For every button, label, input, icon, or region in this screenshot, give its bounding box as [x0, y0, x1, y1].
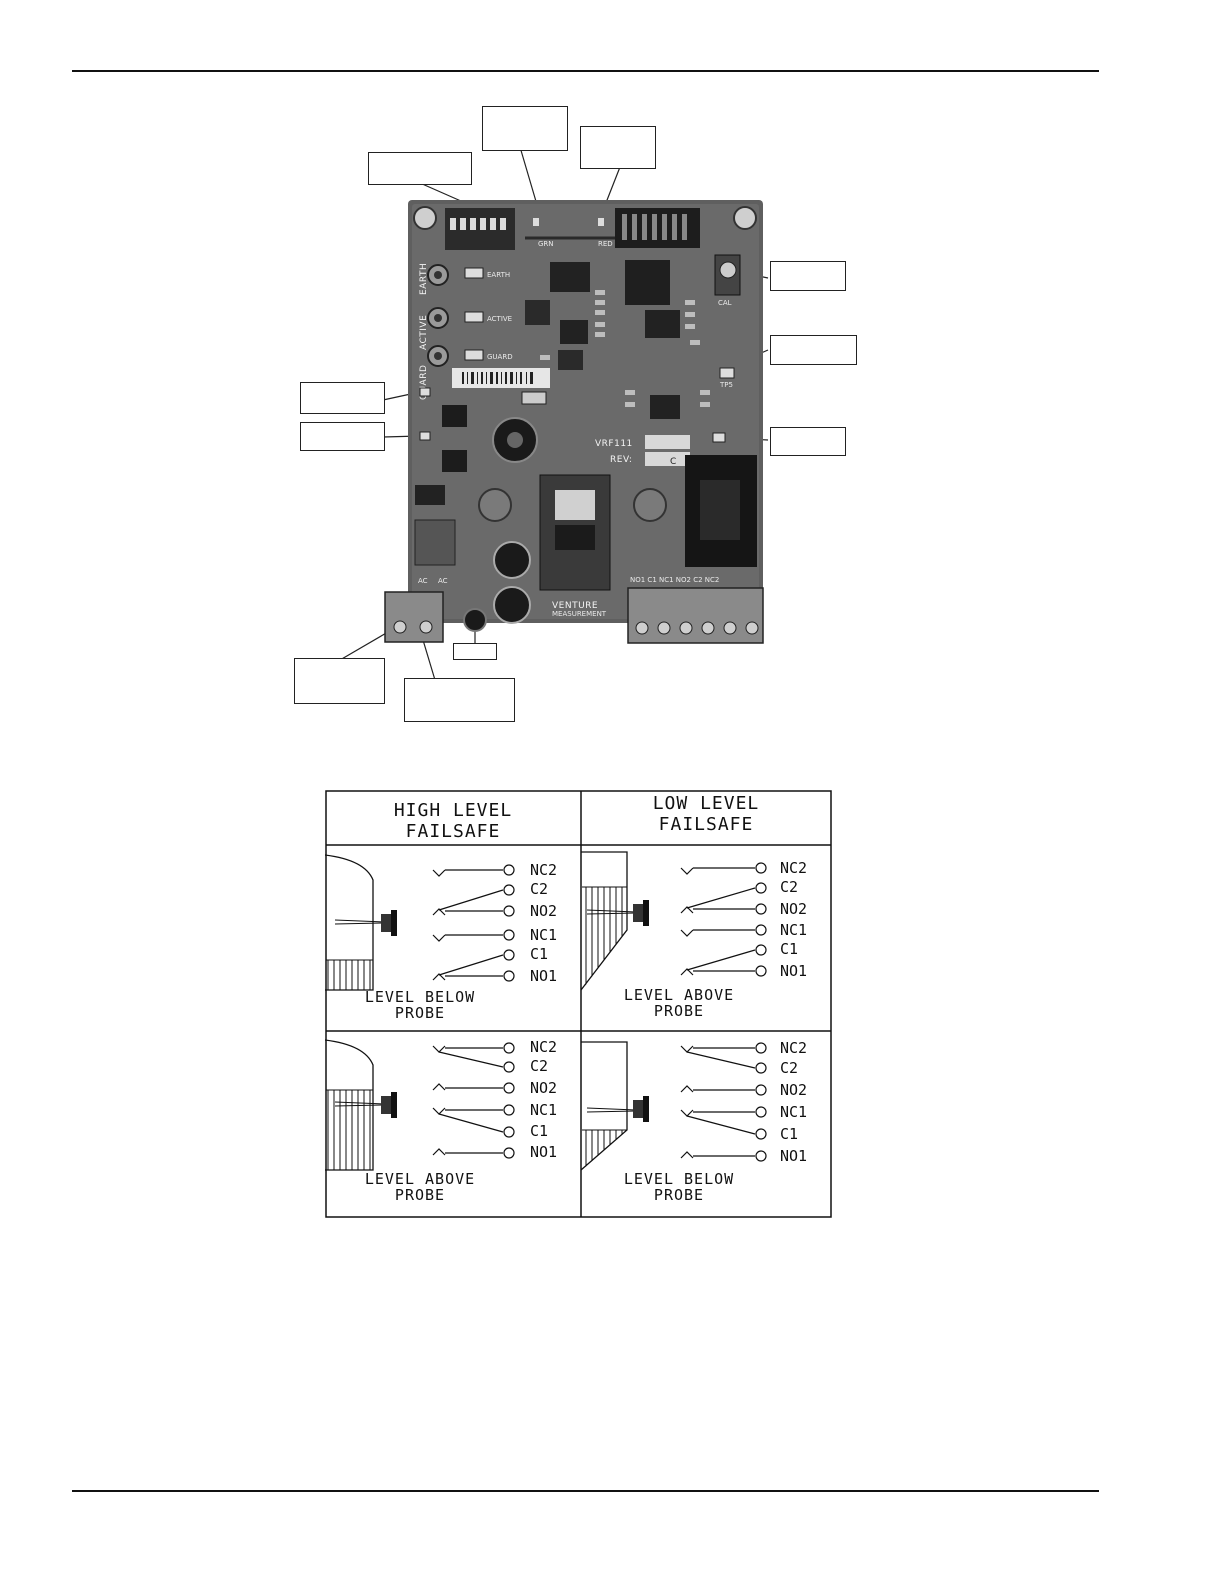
- capacitor: [493, 586, 531, 624]
- cell-caption-2: PROBE: [654, 1002, 704, 1020]
- contact-nc2: NC2: [780, 1039, 807, 1057]
- cell-caption-2: PROBE: [654, 1186, 704, 1204]
- cell-caption-1: LEVEL BELOW: [624, 1170, 734, 1188]
- contact-c1: C1: [780, 940, 798, 958]
- contact-c1: C1: [530, 1122, 548, 1140]
- fuse: [463, 608, 487, 632]
- ac-label-1: AC: [418, 577, 428, 585]
- callout-box: [294, 658, 385, 704]
- microcontroller: [625, 260, 670, 305]
- callout-box: [580, 126, 656, 169]
- active-tp-label: ACTIVE: [487, 315, 512, 323]
- ic-chip: [645, 310, 680, 338]
- ac-label-2: AC: [438, 577, 448, 585]
- status-led: [419, 387, 431, 397]
- callout-box: [300, 422, 385, 451]
- contact-c2: C2: [530, 1057, 548, 1075]
- low-failsafe-heading: FAILSAFE: [659, 814, 754, 835]
- test-point-tp5: [719, 367, 735, 379]
- contact-c2: C2: [780, 878, 798, 896]
- contact-no1: NO1: [530, 967, 557, 985]
- high-level-heading: HIGH LEVEL: [394, 800, 512, 821]
- callout-box: [482, 106, 568, 151]
- ic-chip: [650, 395, 680, 419]
- pcb-photo: GRN RED EARTH ACTIVE GUARD EARTH ACTIVE: [339, 146, 769, 681]
- low-level-heading: LOW LEVEL: [653, 793, 760, 814]
- active-label: ACTIVE: [419, 315, 429, 350]
- cell-caption-2: PROBE: [395, 1186, 445, 1204]
- cell-high-below: NC2 C2 NO2 NC1 C1 NO1 LEVEL BELOW PROBE: [324, 854, 557, 1022]
- contact-c2: C2: [780, 1059, 798, 1077]
- tp5-label: TP5: [719, 381, 733, 389]
- transistor: [442, 405, 467, 427]
- cell-caption-2: PROBE: [395, 1004, 445, 1022]
- contact-no2: NO2: [530, 1079, 557, 1097]
- contact-nc2: NC2: [530, 1038, 557, 1056]
- contact-no1: NO1: [530, 1143, 557, 1161]
- bottom-rule: [72, 1490, 1099, 1492]
- contact-no2: NO2: [780, 1081, 807, 1099]
- cell-low-above: NC2 C2 NO2 NC1 C1 NO1 LEVEL ABOVE PROBE: [580, 851, 807, 1020]
- contact-nc1: NC1: [530, 926, 557, 944]
- callout-box: [770, 427, 846, 456]
- red-label: RED: [598, 240, 613, 248]
- contact-nc2: NC2: [780, 859, 807, 877]
- contact-c1: C1: [530, 945, 548, 963]
- failsafe-diagram-svg: HIGH LEVEL FAILSAFE LOW LEVEL FAILSAFE: [324, 790, 832, 1218]
- callout-box: [300, 382, 385, 414]
- callout-box: [368, 152, 472, 185]
- brand-label: VENTURE: [552, 601, 598, 611]
- contact-nc1: NC1: [780, 921, 807, 939]
- contact-c2: C2: [530, 880, 548, 898]
- status-led: [419, 431, 431, 441]
- contact-no2: NO2: [530, 902, 557, 920]
- earth-label: EARTH: [419, 263, 429, 295]
- guard-tp-label: GUARD: [487, 353, 513, 361]
- red-led: [598, 218, 604, 226]
- contact-no2: NO2: [780, 900, 807, 918]
- ac-terminal-block: [384, 591, 444, 643]
- header-connector: [615, 208, 700, 248]
- contact-nc1: NC1: [780, 1103, 807, 1121]
- top-rule: [72, 70, 1099, 72]
- contact-no1: NO1: [780, 1147, 807, 1165]
- callout-box: [404, 678, 515, 722]
- cell-caption-1: LEVEL ABOVE: [365, 1170, 475, 1188]
- relay-led: [712, 432, 726, 443]
- contact-nc1: NC1: [530, 1101, 557, 1119]
- mounting-hole: [733, 206, 757, 230]
- pcb-photo-figure: GRN RED EARTH ACTIVE GUARD EARTH ACTIVE: [290, 100, 870, 730]
- cell-low-below: NC2 C2 NO2 NC1 C1 NO1 LEVEL BELOW PROBE: [580, 1039, 807, 1204]
- transistor: [442, 450, 467, 472]
- mounting-hole: [413, 206, 437, 230]
- brand-sub-label: MEASUREMENT: [552, 610, 607, 618]
- callout-box: [453, 643, 497, 660]
- contact-nc2: NC2: [530, 861, 557, 879]
- grn-label: GRN: [538, 240, 554, 248]
- high-failsafe-heading: FAILSAFE: [406, 821, 501, 842]
- callout-box: [770, 335, 857, 365]
- green-led: [533, 218, 539, 226]
- earth-tp-label: EARTH: [487, 271, 510, 279]
- callout-box: [770, 261, 846, 291]
- failsafe-diagram: HIGH LEVEL FAILSAFE LOW LEVEL FAILSAFE: [324, 790, 833, 1220]
- ic-chip: [550, 262, 590, 292]
- cal-label: CAL: [718, 299, 732, 307]
- cell-caption-1: LEVEL ABOVE: [624, 986, 734, 1004]
- cell-caption-1: LEVEL BELOW: [365, 988, 475, 1006]
- rev-label: REV:: [610, 455, 632, 465]
- ic-chip: [560, 320, 588, 344]
- model-label: VRF111: [595, 439, 633, 449]
- relay-terminal-block: [627, 587, 764, 644]
- rev-value: C: [670, 457, 676, 467]
- capacitor: [493, 541, 531, 579]
- contact-no1: NO1: [780, 962, 807, 980]
- cell-high-above: NC2 C2 NO2 NC1 C1 NO1 LEVEL ABOVE PROBE: [324, 1038, 557, 1204]
- contact-c1: C1: [780, 1125, 798, 1143]
- guard-label: GUARD: [419, 365, 429, 400]
- probe-terminals: [427, 264, 449, 367]
- terminal-labels: NO1 C1 NC1 NO2 C2 NC2: [630, 576, 719, 584]
